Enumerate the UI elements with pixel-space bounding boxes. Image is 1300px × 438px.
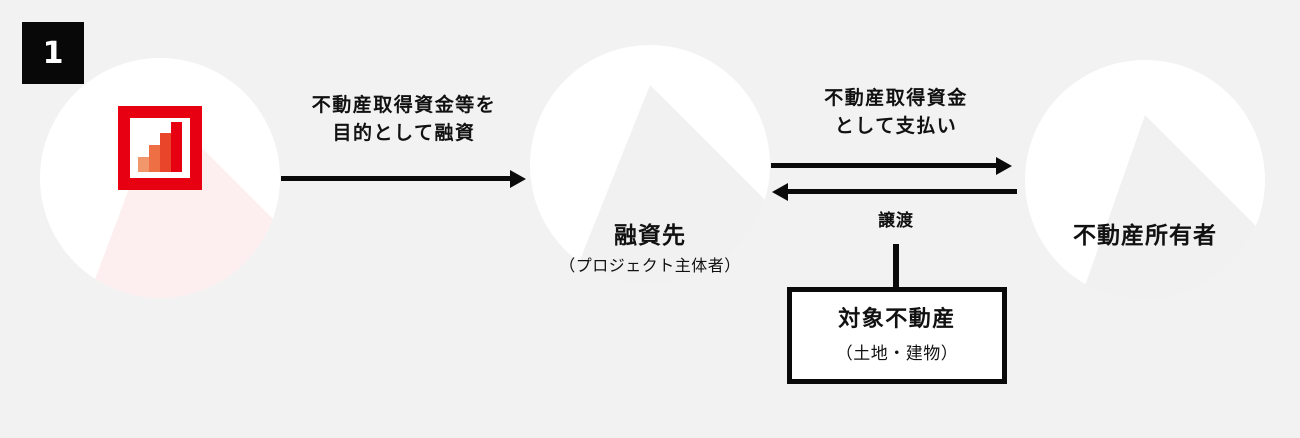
edge-transfer-label-line1: 譲渡 — [878, 211, 914, 231]
step-number-badge: 1 — [22, 22, 84, 84]
node-lender-circle — [40, 58, 280, 298]
chart-bar — [149, 145, 160, 172]
edge-loan-label-line1: 不動産取得資金等を — [311, 94, 497, 116]
transfer-connector-line — [893, 244, 899, 290]
arrow-return — [785, 189, 1017, 194]
long-shadow-decoration — [1080, 115, 1265, 300]
chart-bar — [138, 157, 149, 172]
node-owner-label: 不動産所有者 — [1073, 223, 1217, 249]
node-owner-circle — [1025, 60, 1265, 300]
edge-transfer-label: 譲渡 — [846, 209, 946, 234]
property-box-subtitle: （土地・建物） — [835, 343, 959, 364]
node-borrower-caption: 融資先 （プロジェクト主体者） — [500, 222, 800, 276]
edge-payment-label-line1: 不動産取得資金 — [824, 87, 968, 109]
node-borrower-label: 融資先 — [614, 223, 686, 249]
chart-bar — [171, 122, 182, 172]
edge-payment-label: 不動産取得資金 として支払い — [790, 85, 1002, 140]
edge-loan-label-line2: 目的として融資 — [332, 121, 476, 144]
chart-bar — [160, 133, 171, 172]
bar-chart-inner — [130, 118, 190, 178]
bar-chart-frame-icon — [118, 106, 202, 190]
edge-loan-label: 不動産取得資金等を 目的として融資 — [280, 92, 528, 147]
node-borrower-sublabel: （プロジェクト主体者） — [559, 255, 741, 275]
edge-payment-label-line2: として支払い — [834, 114, 958, 137]
arrow-loan — [281, 176, 513, 181]
step-number-label: 1 — [42, 35, 64, 71]
property-box: 対象不動産 （土地・建物） — [787, 287, 1007, 384]
arrow-payment — [771, 163, 999, 168]
node-owner-caption: 不動産所有者 — [1010, 222, 1280, 251]
property-box-title: 対象不動産 — [838, 307, 956, 333]
